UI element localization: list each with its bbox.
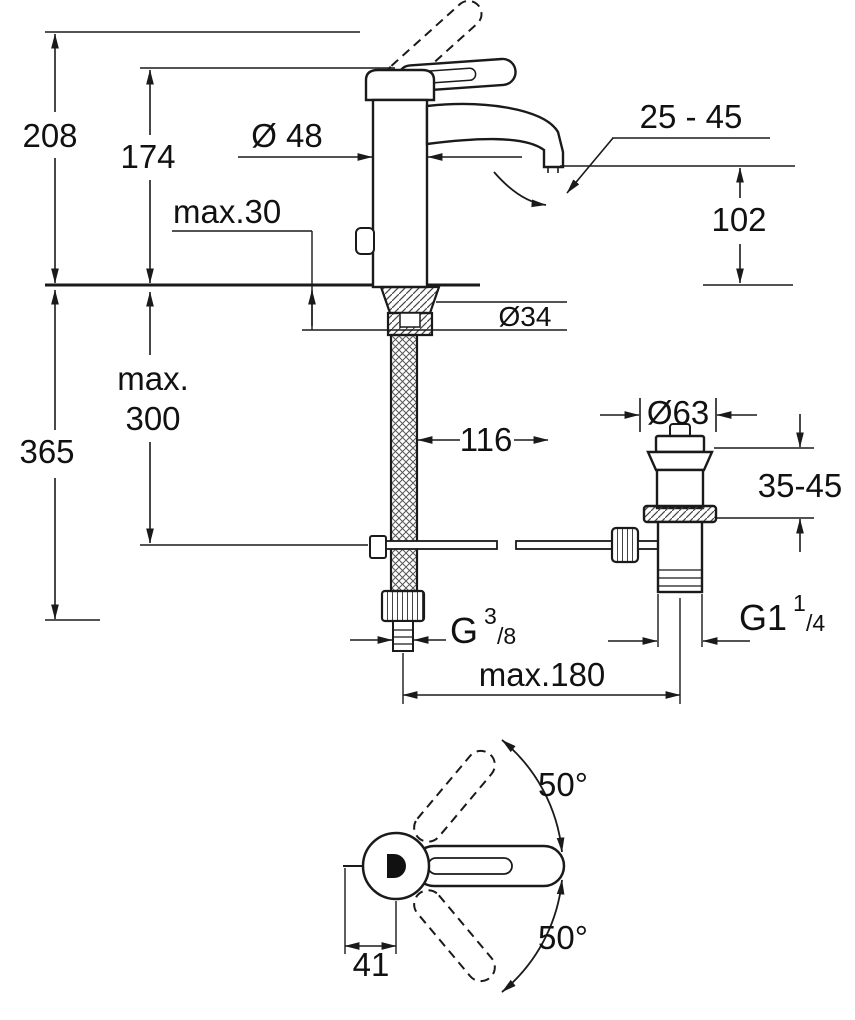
waste-body-upper bbox=[655, 468, 705, 510]
lever-dashed-down bbox=[413, 889, 496, 983]
label-angle-up: 50° bbox=[538, 766, 588, 803]
swing-arc-up bbox=[501, 739, 565, 853]
label-hose-offset: 116 bbox=[460, 421, 513, 458]
dim-hose-length bbox=[140, 291, 368, 546]
swing-arc-down bbox=[501, 879, 565, 993]
label-deck-max: max.30 bbox=[173, 193, 281, 230]
spout-swivel-arrow bbox=[493, 171, 547, 208]
label-waste-flange: Ø63 bbox=[647, 394, 709, 431]
label-waste-range: 35-45 bbox=[758, 467, 842, 504]
rod-knurled-knob bbox=[610, 526, 640, 564]
label-center-distance: max.180 bbox=[479, 656, 606, 693]
waste-flange bbox=[646, 450, 714, 472]
dim-total-height bbox=[45, 31, 360, 284]
waste-seal bbox=[642, 504, 718, 524]
dim-waste-thread bbox=[608, 594, 750, 647]
faucet-body bbox=[371, 98, 429, 289]
flexible-hose bbox=[389, 333, 419, 593]
dim-center-distance bbox=[402, 598, 681, 704]
dim-body-height bbox=[140, 67, 395, 284]
label-handle-offset: 41 bbox=[353, 946, 390, 983]
supply-thread-end bbox=[392, 620, 414, 652]
label-waste-thread: G1 bbox=[739, 597, 787, 638]
faucet-side-view bbox=[355, 0, 565, 289]
mounting-nut-slot bbox=[399, 312, 421, 328]
label-spout-height: 102 bbox=[711, 201, 766, 238]
dimensions bbox=[45, 31, 814, 704]
label-supply-thread-den: /8 bbox=[497, 623, 516, 649]
spout bbox=[425, 102, 565, 169]
dim-under-deck-depth bbox=[45, 289, 100, 621]
waste-assembly bbox=[642, 423, 718, 594]
rod-fitting bbox=[369, 535, 387, 559]
supply-thread-lines bbox=[393, 629, 413, 645]
waste-plug bbox=[654, 434, 706, 454]
label-below-deck: 365 bbox=[19, 433, 74, 470]
aerator-marks bbox=[547, 167, 559, 173]
label-waste-thread-num: 1 bbox=[793, 590, 806, 616]
label-body-height: 174 bbox=[120, 138, 175, 175]
pull-rod-knob bbox=[355, 227, 375, 255]
handle-top-view bbox=[343, 739, 566, 993]
label-spout-range: 25 - 45 bbox=[640, 98, 743, 135]
rod-link bbox=[637, 540, 659, 550]
label-hose-max-1: max. bbox=[117, 360, 189, 397]
labels: 208 174 Ø 48 25 - 45 102 max.30 Ø34 max.… bbox=[19, 98, 842, 983]
lever-dashed-up bbox=[413, 749, 496, 843]
dim-handle-offset bbox=[344, 868, 397, 954]
label-body-diameter: Ø 48 bbox=[251, 117, 323, 154]
cartridge-mark bbox=[387, 854, 406, 878]
label-supply-thread-num: 3 bbox=[484, 603, 497, 629]
dim-spout-height bbox=[560, 165, 795, 284]
faucet-cap bbox=[364, 68, 436, 102]
mounting-assembly bbox=[379, 285, 441, 652]
waste-thread-lines bbox=[658, 569, 702, 587]
label-waste-thread-den: /4 bbox=[806, 610, 825, 636]
label-hole-diameter: Ø34 bbox=[499, 301, 552, 332]
label-supply-thread: G bbox=[450, 610, 478, 651]
label-angle-down: 50° bbox=[538, 919, 588, 956]
label-total-height: 208 bbox=[22, 117, 77, 154]
dim-waste-flange bbox=[600, 398, 757, 432]
lever-top-inner bbox=[427, 857, 513, 875]
rod-segment-right bbox=[515, 540, 613, 550]
mounting-flange bbox=[379, 285, 441, 315]
waste-body-lower bbox=[656, 520, 704, 594]
label-hose-max-2: 300 bbox=[125, 400, 180, 437]
hose-fitting bbox=[380, 589, 426, 623]
dim-waste-range bbox=[714, 414, 814, 552]
dim-deck-thickness bbox=[172, 230, 567, 331]
rod-segment-left bbox=[385, 540, 498, 550]
